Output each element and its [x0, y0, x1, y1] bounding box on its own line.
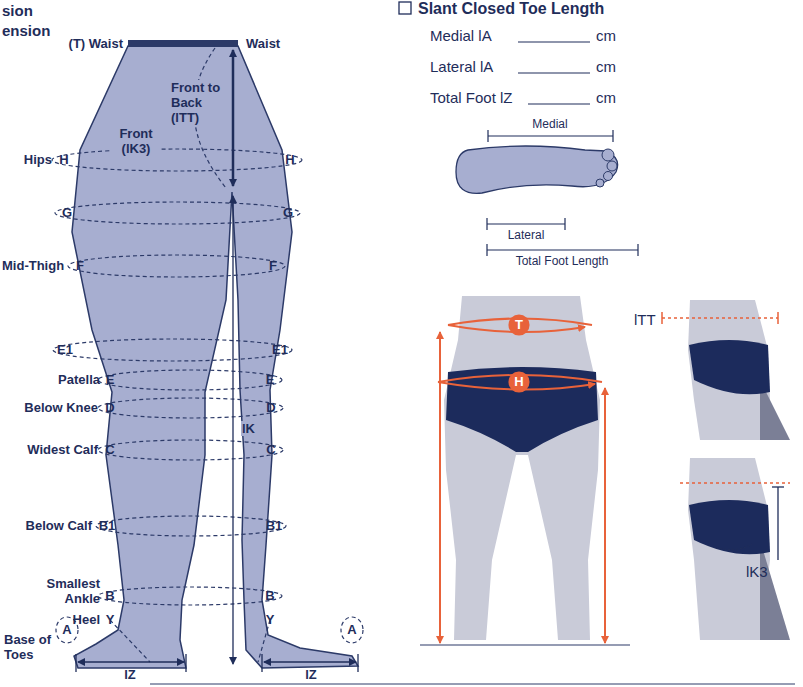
- measurement-label: D: [105, 400, 114, 415]
- measurement-label: Medial: [532, 117, 567, 131]
- measurement-label: lK3: [746, 563, 768, 580]
- measurement-label: Medial lA: [430, 27, 492, 44]
- measurement-label: E1: [57, 342, 73, 357]
- measurement-label: sion: [2, 2, 33, 19]
- measurement-label: B: [105, 588, 114, 603]
- measurement-label: Front (lK3): [112, 126, 160, 156]
- measurement-label: D: [266, 400, 275, 415]
- measurement-label: Widest Calf: [27, 442, 98, 457]
- measurement-label: E: [266, 372, 275, 387]
- measurement-label: lZ: [305, 667, 317, 682]
- measurement-label: cm: [596, 27, 616, 44]
- measure-point-circle: T: [508, 314, 530, 336]
- measurement-label: F: [76, 258, 84, 273]
- measurement-label: H: [285, 152, 294, 167]
- measurement-label: A: [347, 622, 356, 637]
- measurement-label: B: [265, 588, 274, 603]
- measurement-label: B1: [99, 518, 116, 533]
- measurement-label: Waist: [246, 36, 280, 51]
- measurement-label: Slant Closed Toe Length: [418, 0, 604, 18]
- measurement-label: Y: [266, 612, 275, 627]
- measurement-label: Smallest Ankle: [38, 576, 100, 606]
- measurement-label: G: [283, 205, 293, 220]
- point-letter: H: [508, 371, 530, 393]
- measurement-label: Y: [106, 612, 115, 627]
- measurement-label: E: [106, 372, 115, 387]
- measurement-label: cm: [596, 89, 616, 106]
- measurement-label: A: [62, 622, 71, 637]
- measurement-label: G: [62, 205, 72, 220]
- measurement-label: Total Foot lZ: [430, 89, 513, 106]
- measurement-label: lTT: [634, 311, 656, 328]
- measurement-label: Patella: [58, 372, 100, 387]
- measurement-label: Total Foot Length: [516, 254, 609, 268]
- measurement-label: (T) Waist: [69, 36, 123, 51]
- measurement-label: lZ: [124, 667, 136, 682]
- measurement-label: Lateral: [508, 228, 545, 242]
- measurement-label: Lateral lA: [430, 58, 493, 75]
- measurement-label: Hips: [24, 152, 52, 167]
- measurement-label: cm: [596, 58, 616, 75]
- measurement-label: lK: [241, 421, 256, 436]
- measurement-label: Mid-Thigh: [2, 258, 64, 273]
- measurement-label: Below Calf: [26, 518, 92, 533]
- point-letter: T: [508, 314, 530, 336]
- measurement-label: Base of Toes: [4, 632, 59, 662]
- measurement-label: B1: [266, 518, 283, 533]
- measurement-label: C: [105, 442, 114, 457]
- measurement-label: Front to Back (lTT): [170, 80, 230, 125]
- measurement-label: E1: [272, 342, 288, 357]
- measurement-label: C: [266, 442, 275, 457]
- measurement-label: Heel: [73, 612, 100, 627]
- measurement-label: Below Knee: [24, 400, 98, 415]
- measurement-label: H: [59, 152, 68, 167]
- measure-point-circle: H: [508, 371, 530, 393]
- measurement-label: ension: [2, 22, 50, 39]
- measurement-label: F: [269, 258, 277, 273]
